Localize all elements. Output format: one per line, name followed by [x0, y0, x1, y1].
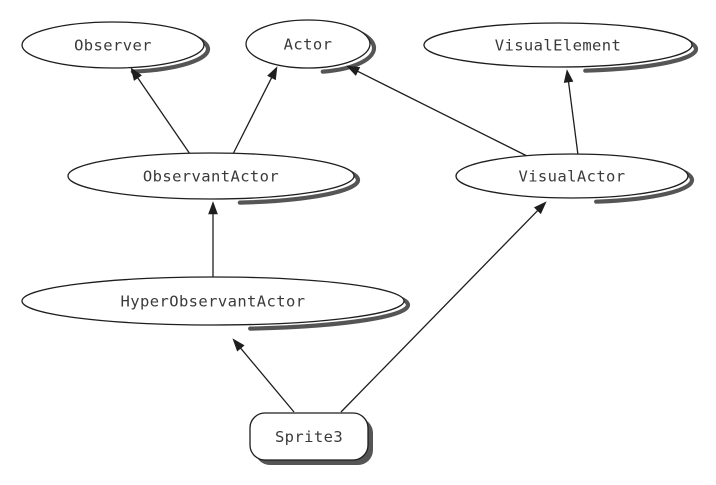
node-layer: Observer Actor VisualElementObservantActor…	[21, 19, 693, 461]
inheritance-edge	[563, 69, 579, 156]
node-ellipse[interactable]	[423, 22, 693, 68]
edge-arrowhead-icon	[208, 201, 218, 215]
inheritance-edge	[340, 201, 547, 413]
edge-line	[232, 75, 274, 155]
inheritance-edge	[232, 338, 295, 413]
edge-arrowhead-icon	[563, 69, 574, 83]
node-observer[interactable]: Observer	[21, 21, 205, 69]
node-shadow-layer	[25, 21, 699, 465]
node-label: Sprite3	[275, 428, 343, 446]
node-visualactor[interactable]: VisualActor	[455, 153, 689, 199]
node-label: VisualActor	[518, 168, 625, 186]
node-label: HyperObservantActor	[121, 293, 306, 311]
edge-line	[340, 208, 540, 413]
edge-line	[238, 346, 295, 413]
node-hyperobservantactor[interactable]: HyperObservantActor	[21, 276, 405, 326]
inheritance-edge	[346, 65, 528, 157]
node-observantactor[interactable]: ObservantActor	[67, 152, 355, 200]
node-label: ObservantActor	[143, 168, 279, 186]
edge-arrowhead-icon	[267, 66, 278, 81]
edge-arrowhead-icon	[533, 201, 547, 215]
edge-line	[136, 75, 191, 155]
node-ellipse[interactable]	[245, 19, 371, 69]
node-ellipse[interactable]	[21, 276, 405, 326]
node-label: Observer	[74, 37, 152, 55]
node-label: Actor	[284, 36, 333, 54]
inheritance-edge	[208, 201, 218, 277]
node-ellipse[interactable]	[21, 21, 205, 69]
edge-layer	[130, 65, 579, 413]
node-box[interactable]	[249, 412, 369, 461]
edge-arrowhead-icon	[232, 338, 245, 352]
edge-line	[567, 79, 579, 156]
edge-line	[355, 69, 528, 157]
edge-arrowhead-icon	[130, 67, 142, 81]
inheritance-edge	[130, 67, 191, 155]
node-ellipse[interactable]	[455, 153, 689, 199]
node-visualelement[interactable]: VisualElement	[423, 22, 693, 68]
node-actor[interactable]: Actor	[245, 19, 371, 69]
edge-arrowhead-icon	[346, 65, 361, 76]
node-label: VisualElement	[495, 37, 622, 55]
node-ellipse[interactable]	[67, 152, 355, 200]
node-sprite3[interactable]: Sprite3	[249, 412, 369, 461]
inheritance-edge	[232, 66, 278, 155]
